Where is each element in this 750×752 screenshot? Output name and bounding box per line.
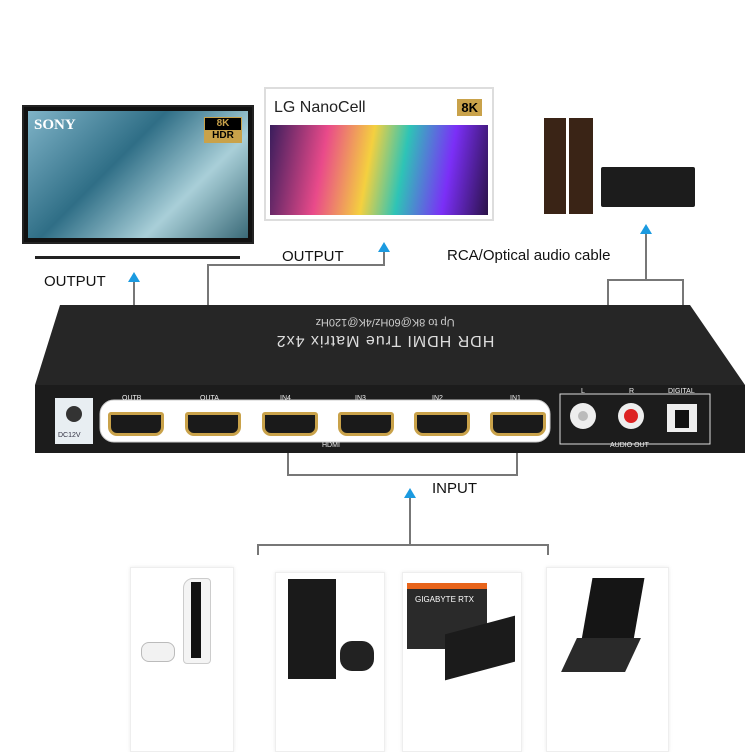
- speaker-left: [544, 118, 566, 214]
- device-title: HDR HDMI True Matrix 4x2: [275, 332, 495, 349]
- port-label: OUTB: [122, 395, 142, 402]
- digital-label: DIGITAL: [668, 388, 695, 395]
- line-audio: [607, 279, 684, 305]
- hdmi-port-outb[interactable]: [108, 412, 164, 436]
- hdmi-port-in4[interactable]: [262, 412, 318, 436]
- arrow-up-icon: [128, 272, 140, 282]
- lg-tv: LG NanoCell 8K: [264, 87, 494, 221]
- power-label: DC12V: [58, 432, 81, 439]
- audio-r-label: R: [629, 388, 635, 395]
- source-xbox: [275, 572, 385, 752]
- lg-8k-badge: 8K: [457, 99, 482, 116]
- line-outa: [207, 245, 385, 305]
- port-label: IN4: [280, 395, 291, 402]
- arrow-up-icon: [404, 488, 416, 498]
- port-label: IN1: [510, 395, 521, 402]
- device-top: [35, 305, 745, 385]
- lg-logo: LG NanoCell: [274, 99, 366, 116]
- audio-l-label: L: [581, 388, 585, 395]
- badge-hdr: HDR: [205, 130, 241, 142]
- arrow-up-icon: [378, 242, 390, 252]
- audio-cable-label: RCA/Optical audio cable: [447, 247, 611, 264]
- audio-out-label: AUDIO OUT: [610, 442, 649, 449]
- sony-stand: [35, 242, 240, 259]
- arrow-up-icon: [640, 224, 652, 234]
- output-label-left: OUTPUT: [44, 273, 106, 290]
- port-label: IN3: [355, 395, 366, 402]
- badge-8k: 8K: [216, 118, 230, 129]
- sony-logo: SONY: [34, 117, 76, 133]
- hdmi-port-outa[interactable]: [185, 412, 241, 436]
- port-label: IN2: [432, 395, 443, 402]
- source-ps5: [130, 567, 234, 752]
- av-receiver: [601, 167, 695, 207]
- hdmi-panel: [99, 399, 551, 443]
- hdmi-port-in1[interactable]: [490, 412, 546, 436]
- source-laptop: [546, 567, 669, 752]
- device-subtitle: Up to 8K@60Hz/4K@120Hz: [315, 316, 455, 328]
- speaker-right: [569, 118, 593, 214]
- gpu-text: GIGABYTE RTX: [415, 595, 474, 604]
- output-label-center: OUTPUT: [282, 248, 344, 265]
- input-label: INPUT: [432, 480, 477, 497]
- source-gpu: GIGABYTE RTX: [402, 572, 522, 752]
- hdmi-label: HDMI: [322, 442, 340, 449]
- hdmi-port-in3[interactable]: [338, 412, 394, 436]
- line-input-top: [287, 452, 518, 476]
- port-label: OUTA: [200, 395, 219, 402]
- line-input-bottom: [257, 544, 549, 555]
- audio-panel: [559, 393, 711, 445]
- hdmi-port-in2[interactable]: [414, 412, 470, 436]
